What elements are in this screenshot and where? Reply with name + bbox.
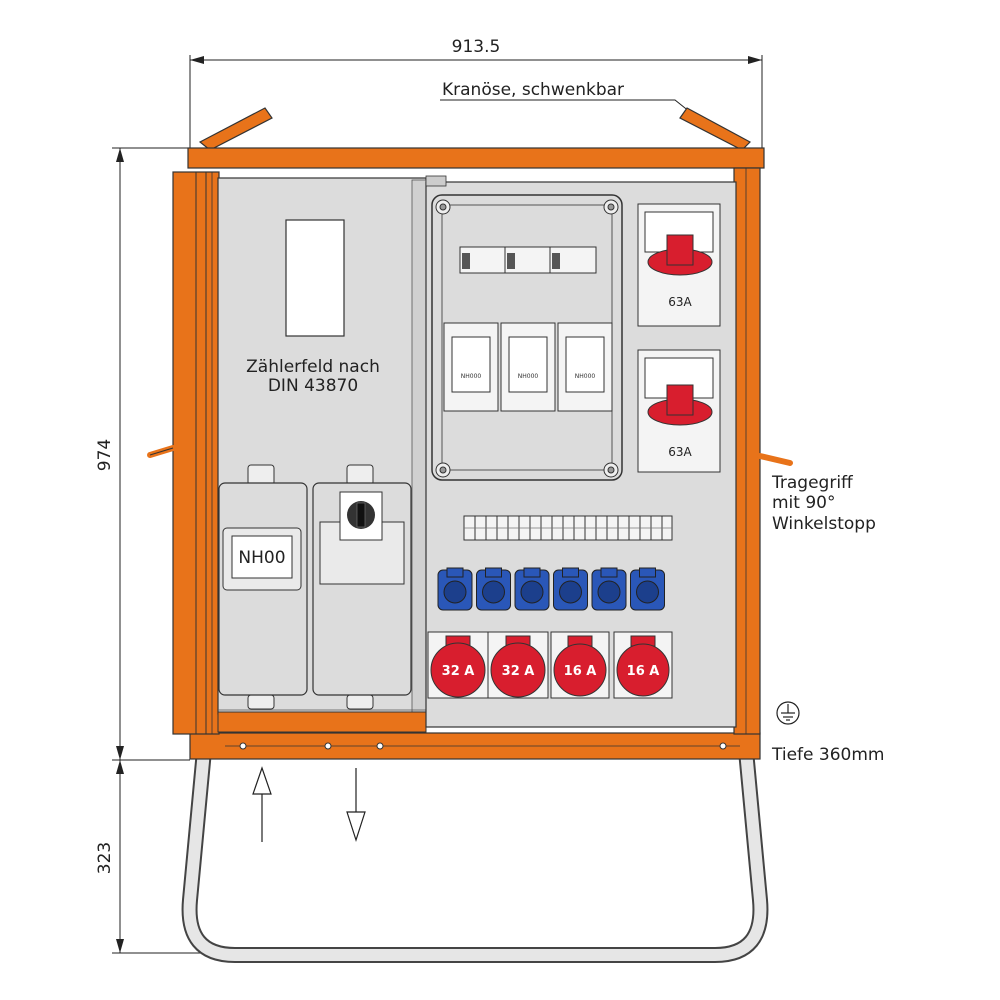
panel-screws: [435, 199, 619, 478]
rotary-switch-knob[interactable]: [347, 501, 375, 529]
height-dimension-label: 974: [95, 439, 115, 471]
schuko-socket-2[interactable]: [476, 567, 511, 611]
nh000-label-3: NH000: [575, 373, 596, 380]
dimension-height: [112, 147, 200, 954]
cee-socket-2[interactable]: [487, 631, 549, 699]
handle-label-line3: Winkelstopp: [772, 514, 876, 534]
crane-eye-leader: [440, 99, 691, 113]
depth-label: Tiefe 360mm: [771, 745, 884, 765]
crane-eye-left: [198, 107, 273, 151]
stand-frame: [181, 739, 769, 963]
schuko-socket-5[interactable]: [591, 567, 627, 611]
cee-63a-label-2: 63A: [668, 445, 692, 459]
cee-socket-2-label: 32 A: [502, 664, 535, 679]
handle-label-line1: Tragegriff: [771, 473, 854, 493]
mcb-row: [463, 515, 673, 541]
arrow-down-icon: [346, 768, 366, 842]
schuko-socket-4[interactable]: [553, 567, 588, 611]
cee-socket-3-label: 16 A: [564, 664, 597, 679]
crane-eye-label: Kranöse, schwenkbar: [442, 80, 624, 100]
arrow-up-icon: [252, 766, 272, 842]
ground-icon: [776, 701, 800, 725]
nh000-label-1: NH000: [461, 373, 482, 380]
nh000-label-2: NH000: [518, 373, 539, 380]
cee-socket-1[interactable]: [427, 631, 489, 699]
schuko-socket-1[interactable]: [437, 567, 473, 611]
cee-socket-1-label: 32 A: [442, 664, 475, 679]
width-dimension-label: 913.5: [452, 37, 501, 57]
main-switch-box: [312, 464, 412, 710]
cee-socket-3[interactable]: [550, 631, 610, 699]
stand-height-dimension-label: 323: [95, 842, 115, 874]
crane-eye-right: [679, 107, 751, 151]
main-breaker-row: [459, 246, 597, 274]
cee-socket-4[interactable]: [613, 631, 673, 699]
dimension-width: [189, 55, 763, 150]
meter-field-label-line2: DIN 43870: [268, 376, 358, 396]
schuko-socket-row: [437, 567, 665, 611]
nh00-label: NH00: [238, 548, 285, 568]
cee-63a-label-1: 63A: [668, 295, 692, 309]
cabinet-body: [147, 147, 793, 760]
schuko-socket-6[interactable]: [630, 567, 665, 611]
handle-label-line2: mit 90°: [772, 493, 835, 513]
meter-field-label-line1: Zählerfeld nach: [246, 357, 380, 377]
cee-63a-socket-2[interactable]: [637, 349, 721, 473]
cee-63a-socket-1[interactable]: [637, 203, 721, 327]
nh00-fuse-box: [218, 464, 308, 710]
nh000-fuse-block: [443, 322, 613, 412]
cee-socket-4-label: 16 A: [627, 664, 660, 679]
schuko-socket-3[interactable]: [514, 567, 550, 611]
